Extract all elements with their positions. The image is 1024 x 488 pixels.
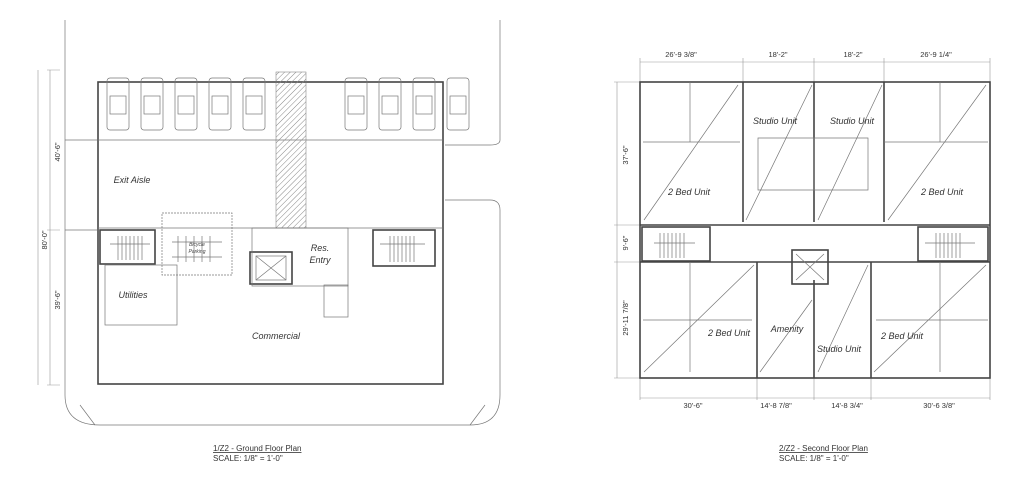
parking-stall <box>140 77 164 131</box>
ground-plan-title: 1/Z2 - Ground Floor Plan <box>213 444 301 453</box>
ground-walls <box>97 71 444 385</box>
unit-label: Studio Unit <box>830 116 875 126</box>
top-dimension: 26'-9 3/8" <box>665 50 697 59</box>
second-walls <box>639 81 991 379</box>
unit-label: 2 Bed Unit <box>880 331 924 341</box>
parking-stall <box>106 77 130 131</box>
room-commercial: Commercial <box>252 331 301 341</box>
dim-overall: 80'-0" <box>40 230 49 249</box>
unit-label: 2 Bed Unit <box>920 187 964 197</box>
bottom-dimension: 14'-8 7/8" <box>760 401 792 410</box>
parking-stall <box>208 77 232 131</box>
ground-floor-plan: 40'-6" 80'-0" 39'-6" <box>37 20 501 463</box>
side-dimension: 29'-11 7/8" <box>621 300 630 336</box>
parking-stall <box>344 77 368 131</box>
room-res-entry-line1: Res. <box>311 243 330 253</box>
top-dimension: 18'-2" <box>768 50 787 59</box>
side-dimension: 9'-6" <box>621 235 630 250</box>
parking-stall <box>412 77 436 131</box>
parking-stalls <box>106 77 470 131</box>
ground-plan-scale: SCALE: 1/8" = 1'-0" <box>213 454 283 463</box>
parking-stall <box>446 77 470 131</box>
top-dimension: 26'-9 1/4" <box>920 50 952 59</box>
room-exit-aisle: Exit Aisle <box>114 175 151 185</box>
room-res-entry-line2: Entry <box>309 255 331 265</box>
second-plan-title: 2/Z2 - Second Floor Plan <box>779 444 868 453</box>
site-curb-lines <box>64 20 501 426</box>
bottom-dimension: 30'-6" <box>683 401 702 410</box>
unit-label: Studio Unit <box>817 344 862 354</box>
room-bicycle-line1: Bicycle <box>189 242 205 248</box>
parking-stall <box>378 77 402 131</box>
second-plan-scale: SCALE: 1/8" = 1'-0" <box>779 454 849 463</box>
parking-stall <box>242 77 266 131</box>
bottom-dimension: 14'-8 3/4" <box>831 401 863 410</box>
unit-label: Studio Unit <box>753 116 798 126</box>
second-floor-plan: 26'-9 3/8" 18'-2" 18'-2" 26'-9 1/4" 30'-6" 14… <box>614 50 991 463</box>
second-dimension-lines <box>614 58 991 400</box>
bottom-dimension: 30'-6 3/8" <box>923 401 955 410</box>
dim-top: 40'-6" <box>53 142 62 161</box>
unit-label: 2 Bed Unit <box>667 187 711 197</box>
top-dimension: 18'-2" <box>843 50 862 59</box>
dim-bottom: 39'-6" <box>53 290 62 309</box>
side-dimension: 37'-6" <box>621 145 630 164</box>
parking-stall <box>174 77 198 131</box>
unit-label: Amenity <box>770 324 804 334</box>
room-bicycle-line2: Parking <box>189 249 206 255</box>
unit-label: 2 Bed Unit <box>707 328 751 338</box>
ground-dimension-lines <box>37 69 60 386</box>
room-utilities: Utilities <box>118 290 148 300</box>
